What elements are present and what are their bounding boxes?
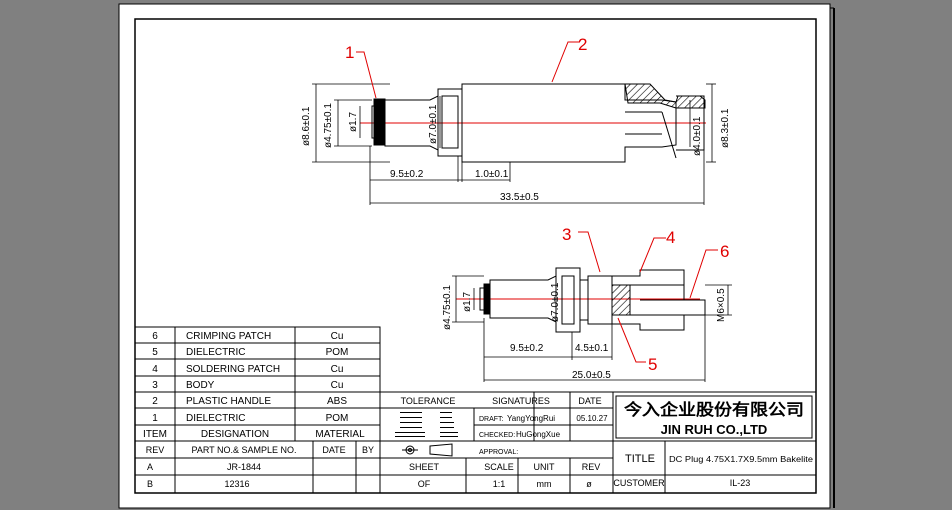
dim-bot-l95: 9.5±0.2 — [510, 343, 544, 354]
title-block-lines — [379, 391, 817, 494]
unit-label: UNIT — [534, 462, 555, 472]
sheet-value: OF — [418, 479, 431, 489]
tolerance-table-icon — [395, 412, 458, 437]
callout-4: 4 — [666, 228, 675, 247]
bom-mat-5: POM — [326, 347, 349, 358]
scale-value: 1:1 — [493, 479, 506, 489]
callout-leaders — [356, 41, 718, 363]
bom-desig-4: SOLDERING PATCH — [186, 364, 280, 375]
revision-table: REV PART NO.& SAMPLE NO. DATE BY A JR-18… — [146, 445, 374, 489]
callout-5: 5 — [648, 355, 657, 374]
dim-top-d475: ø4.75±0.1 — [323, 103, 334, 148]
tolerance-label: TOLERANCE — [401, 396, 456, 406]
sheet-label: SHEET — [409, 462, 440, 472]
rev-header-date: DATE — [322, 445, 345, 455]
dim-top-d40: ø4.0±0.1 — [692, 116, 703, 156]
bom-mat-3: Cu — [331, 380, 344, 391]
rev-a-part: JR-1844 — [227, 462, 261, 472]
bom-item-2: 2 — [152, 396, 158, 407]
dim-bot-d70: ø7.0±0.1 — [550, 282, 561, 322]
draft-name: YangYongRui — [507, 414, 555, 423]
dim-bot-d475: ø4.75±0.1 — [442, 285, 453, 330]
bom-header-material: MATERIAL — [315, 429, 365, 440]
rev-header-rev: REV — [146, 445, 165, 455]
dim-top-l335: 33.5±0.5 — [500, 192, 539, 203]
draft-date: 05.10.27 — [576, 414, 608, 423]
dim-top-d17: ø1.7 — [348, 112, 359, 132]
signatures-label: SIGNATURES — [492, 396, 550, 406]
callout-2: 2 — [578, 35, 587, 54]
company-name-cn: 今入企业股份有限公司 — [623, 400, 804, 419]
title-block: TOLERANCE SIGNATURES DATE DRAFT: YangYon… — [401, 396, 814, 489]
dim-top-l95: 9.5±0.2 — [390, 169, 424, 180]
rev-header-part: PART NO.& SAMPLE NO. — [191, 445, 296, 455]
title-label: TITLE — [625, 453, 655, 465]
bom-desig-2: PLASTIC HANDLE — [186, 396, 271, 407]
bom-desig-6: CRIMPING PATCH — [186, 331, 271, 342]
rev-b-part: 12316 — [224, 479, 249, 489]
customer-value: IL-23 — [730, 478, 751, 488]
scale-label: SCALE — [484, 462, 514, 472]
rev-a: A — [147, 462, 153, 472]
dim-top-l10: 1.0±0.1 — [475, 169, 509, 180]
bom-item-6: 6 — [152, 331, 158, 342]
dim-bot-m6: M6×0.5 — [716, 288, 727, 322]
top-view — [360, 83, 706, 163]
projection-symbol-icon — [402, 443, 453, 457]
bom-item-5: 5 — [152, 347, 158, 358]
rev-value: ø — [586, 479, 592, 489]
bottom-dimensions — [452, 275, 732, 382]
checked-label: CHECKED: — [479, 432, 515, 439]
bom-item-1: 1 — [152, 413, 158, 424]
unit-value: mm — [537, 479, 552, 489]
company-name-en: JIN RUH CO.,LTD — [661, 422, 768, 437]
top-dimensions — [312, 83, 716, 205]
dim-top-d83: ø8.3±0.1 — [720, 108, 731, 148]
dim-top-d86: ø8.6±0.1 — [301, 106, 312, 146]
bom-table-lines — [134, 326, 381, 494]
rev-header-by: BY — [362, 445, 374, 455]
callout-6: 6 — [720, 242, 729, 261]
bom-desig-5: DIELECTRIC — [186, 347, 245, 358]
approval-label: APPROVAL: — [479, 449, 518, 456]
bom-desig-3: BODY — [186, 380, 215, 391]
customer-label: CUSTOMER — [613, 478, 665, 488]
date-label: DATE — [578, 396, 601, 406]
bom-mat-4: Cu — [331, 364, 344, 375]
rev-label: REV — [582, 462, 601, 472]
draft-label: DRAFT: — [479, 416, 504, 423]
bottom-view — [456, 267, 706, 333]
bom-mat-6: Cu — [331, 331, 344, 342]
bom-item-4: 4 — [152, 364, 158, 375]
callout-3: 3 — [562, 225, 571, 244]
dim-top-d70: ø7.0±0.1 — [428, 104, 439, 144]
bom-mat-2: ABS — [327, 396, 347, 407]
dim-bot-d17: ø1.7 — [462, 292, 473, 312]
rev-b: B — [147, 479, 153, 489]
bom-item-3: 3 — [152, 380, 158, 391]
title-value: DC Plug 4.75X1.7X9.5mm Bakelite — [669, 455, 814, 464]
callout-1: 1 — [345, 43, 354, 62]
bom-header-item: ITEM — [143, 429, 167, 440]
bom-mat-1: POM — [326, 413, 349, 424]
dim-bot-l45: 4.5±0.1 — [575, 343, 609, 354]
bom-table: 6 CRIMPING PATCH Cu 5 DIELECTRIC POM 4 S… — [143, 331, 365, 440]
dim-bot-l250: 25.0±0.5 — [572, 370, 611, 381]
bom-desig-1: DIELECTRIC — [186, 413, 245, 424]
checked-name: HuGongXue — [516, 430, 561, 439]
bom-header-designation: DESIGNATION — [201, 429, 269, 440]
